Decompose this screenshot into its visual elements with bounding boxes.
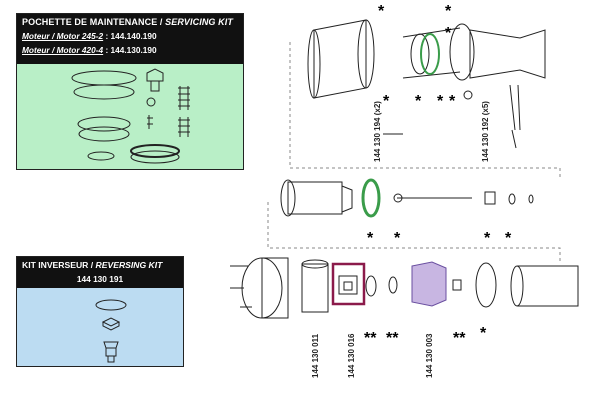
o-ring-small <box>87 151 115 161</box>
guide-line-1 <box>289 42 561 178</box>
servicing-kit-parts <box>71 68 190 164</box>
seal-ring-lower <box>130 150 180 164</box>
guide-line-2 <box>267 202 561 262</box>
reversing-nut <box>101 317 121 331</box>
o-ring-medium-1 <box>77 116 131 132</box>
reversing-valve <box>103 341 119 363</box>
rear-cap <box>261 257 289 319</box>
bottom-o-ring <box>365 275 377 297</box>
motor-front <box>280 179 296 217</box>
small-washer <box>146 97 156 107</box>
label-144-130-003: 144 130 003 <box>425 333 434 378</box>
valve-part <box>146 68 164 92</box>
middle-assembly <box>280 178 534 218</box>
servicing-kit-row-420: Moteur / Motor 420-4 : 144.130.190 <box>22 45 157 55</box>
shaft-clip <box>528 194 534 204</box>
bottom-screw <box>452 279 462 291</box>
motor-o-ring <box>361 178 381 218</box>
dstar-3: ** <box>453 330 466 347</box>
seal-ring <box>130 144 180 158</box>
star-2: * <box>445 3 452 20</box>
shaft-washer <box>508 193 516 205</box>
front-housing-face <box>510 265 524 307</box>
screw-192 <box>463 90 473 100</box>
servicing-kit-panel: POCHETTE DE MAINTENANCE / SERVICING KIT … <box>16 13 244 170</box>
handle-body <box>469 29 546 79</box>
reversing-o-ring <box>95 299 127 311</box>
part-number-labels: 144 130 194 (x2) 144 130 192 (x5) 144 13… <box>311 101 490 378</box>
cylinder-end <box>357 19 375 89</box>
servicing-kit-row-245: Moteur / Motor 245-2 : 144.140.190 <box>22 31 157 41</box>
motor-cap <box>341 185 353 213</box>
spring-2 <box>178 117 190 137</box>
reversing-kit-panel: KIT INVERSEUR / REVERSING KIT 144 130 19… <box>16 256 184 367</box>
label-144-130-192: 144 130 192 (x5) <box>481 101 490 162</box>
star-9: * <box>394 230 401 247</box>
rotor <box>301 263 329 313</box>
part-003 <box>411 261 447 307</box>
star-3: * <box>445 25 452 42</box>
star-12: * <box>480 325 487 342</box>
dstar-1: ** <box>364 330 377 347</box>
bottom-washer <box>388 276 398 294</box>
label-144-130-016: 144 130 016 <box>347 333 356 378</box>
label-144-130-011: 144 130 011 <box>311 333 320 378</box>
small-pin <box>147 115 153 129</box>
tie-rod-2 <box>402 71 461 79</box>
reversing-kit-header: KIT INVERSEUR / REVERSING KIT 144 130 19… <box>17 257 183 288</box>
tie-rod-1 <box>402 27 461 38</box>
reversing-kit-title: KIT INVERSEUR / REVERSING KIT <box>22 260 163 270</box>
spring-1 <box>178 86 190 110</box>
shaft-nut <box>484 191 496 205</box>
dashed-guides <box>267 42 561 262</box>
rotor-top <box>301 259 329 269</box>
gasket-1 <box>410 33 430 75</box>
label-144-130-194: 144 130 194 (x2) <box>373 101 382 162</box>
reversing-kit-parts <box>95 299 127 363</box>
gasket-2 <box>420 33 440 75</box>
star-4: * <box>383 93 390 110</box>
cylinder-front <box>307 29 321 99</box>
star-11: * <box>505 230 512 247</box>
star-6: * <box>437 93 444 110</box>
top-assembly <box>307 19 546 149</box>
reversing-kit-ref: 144 130 191 <box>76 274 124 284</box>
trigger-lever <box>509 84 521 149</box>
o-ring-large-1 <box>71 70 137 86</box>
motor-body <box>287 181 343 215</box>
bottom-gasket <box>475 262 497 308</box>
o-ring-large-2 <box>73 84 135 100</box>
flange <box>449 23 475 81</box>
asterisk-callouts: * * * * * * * * * * * * ** ** ** <box>364 3 512 347</box>
o-ring-medium-2 <box>78 126 130 142</box>
star-8: * <box>367 230 374 247</box>
star-7: * <box>449 93 456 110</box>
shaft-head <box>393 193 403 203</box>
part-016-highlight <box>331 262 366 306</box>
dstar-2: ** <box>386 330 399 347</box>
servicing-kit-header: POCHETTE DE MAINTENANCE / SERVICING KIT … <box>17 14 243 64</box>
part-016 <box>338 275 358 295</box>
front-housing <box>517 265 579 307</box>
bottom-assembly <box>230 257 579 319</box>
servicing-kit-title: POCHETTE DE MAINTENANCE / SERVICING KIT <box>22 17 233 27</box>
star-5: * <box>415 93 422 110</box>
star-10: * <box>484 230 491 247</box>
star-1: * <box>378 3 385 20</box>
